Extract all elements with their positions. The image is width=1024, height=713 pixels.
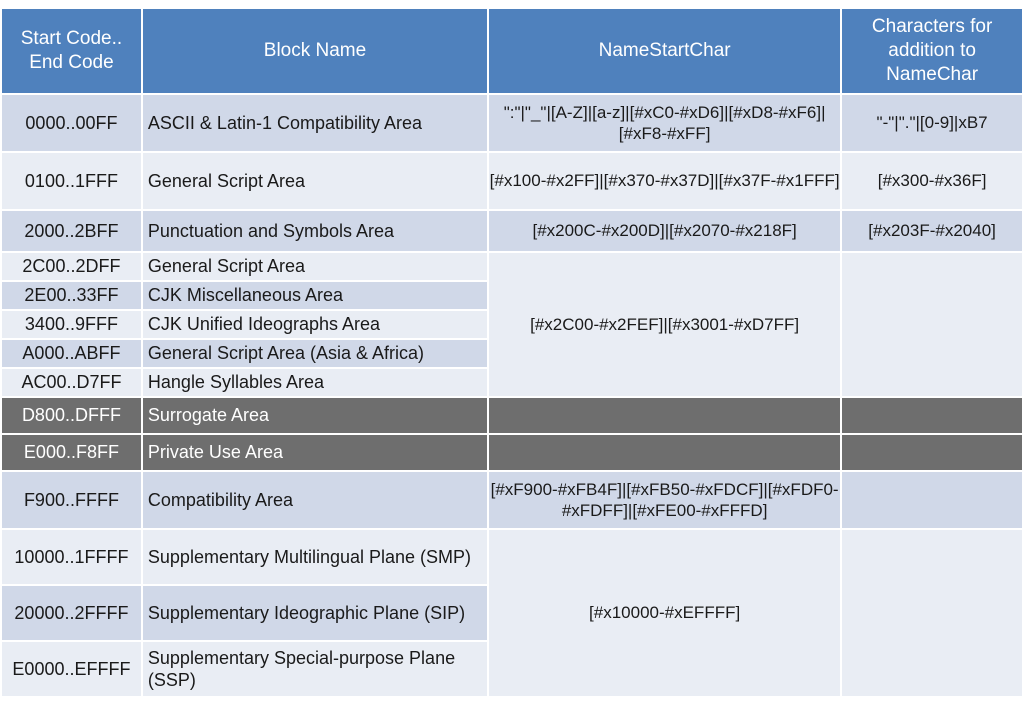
header-row: Start Code..End Code Block Name NameStar…: [0, 7, 1024, 95]
block-name-cell: Compatibility Area: [140, 470, 490, 530]
table-row-reserved: E000..F8FF Private Use Area: [0, 433, 1024, 472]
table-row: 10000..1FFFF Supplementary Multilingual …: [0, 528, 1024, 698]
namestartchar-cell: [#x10000-#xEFFFF]: [487, 528, 843, 698]
range-cell: A000..ABFF: [0, 338, 143, 369]
unicode-block-table: Start Code..End Code Block Name NameStar…: [0, 7, 1024, 698]
table-row: A000..ABFF General Script Area (Asia & A…: [0, 338, 1023, 369]
table-row: F900..FFFF Compatibility Area [#xF900-#x…: [0, 470, 1024, 530]
namestartchar-cell: [#x100-#x2FF]|[#x370-#x37D]|[#x37F-#x1FF…: [487, 151, 843, 211]
range-cell: 20000..2FFFF: [0, 584, 143, 642]
range-cell: E0000..EFFFF: [0, 640, 143, 698]
range-cell: 2C00..2DFF: [0, 251, 143, 282]
namechar-cell: [840, 528, 1024, 698]
namechar-cell: [#x300-#x36F]: [840, 151, 1024, 211]
block-name-cell: Punctuation and Symbols Area: [140, 209, 490, 253]
range-cell: 0100..1FFF: [0, 151, 143, 211]
namestartchar-cell: [#xF900-#xFB4F]|[#xFB50-#xFDCF]|[#xFDF0-…: [487, 470, 843, 530]
namestartchar-cell: [487, 433, 843, 472]
table-row: 0100..1FFF General Script Area [#x100-#x…: [0, 151, 1024, 211]
range-cell: E000..F8FF: [0, 433, 143, 472]
range-cell: 0000..00FF: [0, 93, 143, 153]
namechar-cell: [840, 251, 1024, 398]
table-row: E0000..EFFFF Supplementary Special-purpo…: [0, 640, 1023, 698]
namechar-cell: [840, 396, 1024, 435]
table-row: 3400..9FFF CJK Unified Ideographs Area: [0, 309, 1023, 340]
table-row: 20000..2FFFF Supplementary Ideographic P…: [0, 584, 1023, 642]
namechar-cell: "-"|"."|[0-9]|xB7: [840, 93, 1024, 153]
namestartchar-cell: [#x2C00-#x2FEF]|[#x3001-#xD7FF]: [487, 251, 843, 398]
block-name-cell: General Script Area (Asia & Africa): [140, 338, 490, 369]
block-name-cell: Supplementary Multilingual Plane (SMP): [140, 528, 490, 586]
range-cell: 10000..1FFFF: [0, 528, 143, 586]
header-range: Start Code..End Code: [0, 7, 143, 95]
block-name-cell: Private Use Area: [140, 433, 490, 472]
range-cell: F900..FFFF: [0, 470, 143, 530]
table-row: 2C00..2DFF General Script Area [#x2C00-#…: [0, 251, 1024, 398]
block-name-cell: General Script Area: [140, 251, 490, 282]
range-cell: D800..DFFF: [0, 396, 143, 435]
header-block-name: Block Name: [140, 7, 490, 95]
header-namestartchar: NameStartChar: [487, 7, 843, 95]
namechar-cell: [840, 470, 1024, 530]
table-row: AC00..D7FF Hangle Syllables Area: [0, 367, 1023, 398]
block-name-cell: ASCII & Latin-1 Compatibility Area: [140, 93, 490, 153]
block-name-cell: Hangle Syllables Area: [140, 367, 490, 398]
block-name-cell: Surrogate Area: [140, 396, 490, 435]
block-name-cell: Supplementary Special-purpose Plane (SSP…: [140, 640, 490, 698]
range-cell: 2E00..33FF: [0, 280, 143, 311]
namestartchar-cell: [#x200C-#x200D]|[#x2070-#x218F]: [487, 209, 843, 253]
block-name-cell: CJK Unified Ideographs Area: [140, 309, 490, 340]
namestartchar-cell: ":"|"_"|[A-Z]|[a-z]|[#xC0-#xD6]|[#xD8-#x…: [487, 93, 843, 153]
namechar-cell: [#x203F-#x2040]: [840, 209, 1024, 253]
range-cell: 3400..9FFF: [0, 309, 143, 340]
block-name-cell: General Script Area: [140, 151, 490, 211]
range-cell: 2000..2BFF: [0, 209, 143, 253]
range-cell: AC00..D7FF: [0, 367, 143, 398]
block-name-cell: CJK Miscellaneous Area: [140, 280, 490, 311]
table-row: 2000..2BFF Punctuation and Symbols Area …: [0, 209, 1024, 253]
table-row-reserved: D800..DFFF Surrogate Area: [0, 396, 1024, 435]
table-row: 0000..00FF ASCII & Latin-1 Compatibility…: [0, 93, 1024, 153]
namestartchar-cell: [487, 396, 843, 435]
namechar-cell: [840, 433, 1024, 472]
table-row: 2E00..33FF CJK Miscellaneous Area: [0, 280, 1023, 311]
block-name-cell: Supplementary Ideographic Plane (SIP): [140, 584, 490, 642]
